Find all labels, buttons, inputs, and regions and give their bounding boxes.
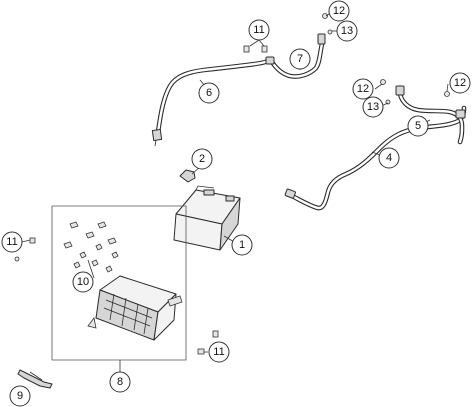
callout-6: 6	[198, 82, 220, 104]
battery-1	[173, 185, 241, 251]
svg-text:12: 12	[333, 5, 345, 17]
terminal-cover-2	[179, 169, 196, 183]
callout-11-left: 11	[1, 231, 23, 253]
strap-9	[17, 369, 53, 389]
callout-10: 10	[72, 271, 94, 293]
callout-13-top: 13	[336, 20, 358, 42]
svg-text:8: 8	[117, 376, 123, 388]
callout-11-bottom: 11	[208, 341, 230, 363]
callout-9: 9	[9, 385, 31, 407]
svg-text:11: 11	[253, 24, 264, 36]
callout-12-mid: 12	[352, 78, 374, 100]
callout-13-mid: 13	[362, 96, 384, 118]
svg-text:7: 7	[297, 53, 303, 65]
group-frame-8	[51, 205, 187, 361]
svg-text:1: 1	[239, 239, 245, 251]
cable-4	[284, 105, 467, 211]
callout-8: 8	[109, 371, 131, 393]
callout-2: 2	[191, 148, 213, 170]
clip-set-10	[63, 221, 119, 273]
svg-text:9: 9	[17, 390, 23, 402]
callout-11-top: 11	[248, 19, 270, 41]
callout-1: 1	[231, 234, 253, 256]
nut-12-13-right	[380, 79, 450, 105]
battery-tray-8	[87, 275, 183, 341]
svg-text:5: 5	[415, 120, 421, 132]
svg-text:11: 11	[6, 236, 17, 248]
svg-text:12: 12	[454, 77, 466, 89]
svg-text:11: 11	[213, 346, 224, 358]
cable-5	[395, 85, 466, 145]
callout-4: 4	[378, 147, 400, 169]
svg-text:13: 13	[367, 101, 379, 113]
callout-5: 5	[407, 115, 429, 137]
svg-text:6: 6	[206, 87, 212, 99]
cable-7	[265, 33, 326, 79]
screw-11-top	[243, 45, 268, 53]
screw-11-left	[14, 237, 36, 262]
callout-7: 7	[289, 48, 311, 70]
cable-6	[151, 57, 273, 147]
svg-text:2: 2	[199, 153, 205, 165]
nut-12-13-top	[322, 13, 333, 35]
svg-text:4: 4	[386, 152, 392, 164]
svg-text:12: 12	[357, 83, 369, 95]
callout-12-top: 12	[328, 0, 350, 22]
callout-12-right: 12	[449, 72, 471, 94]
svg-text:10: 10	[77, 276, 89, 288]
svg-text:13: 13	[341, 25, 353, 37]
screw-11-bottom	[197, 330, 219, 355]
